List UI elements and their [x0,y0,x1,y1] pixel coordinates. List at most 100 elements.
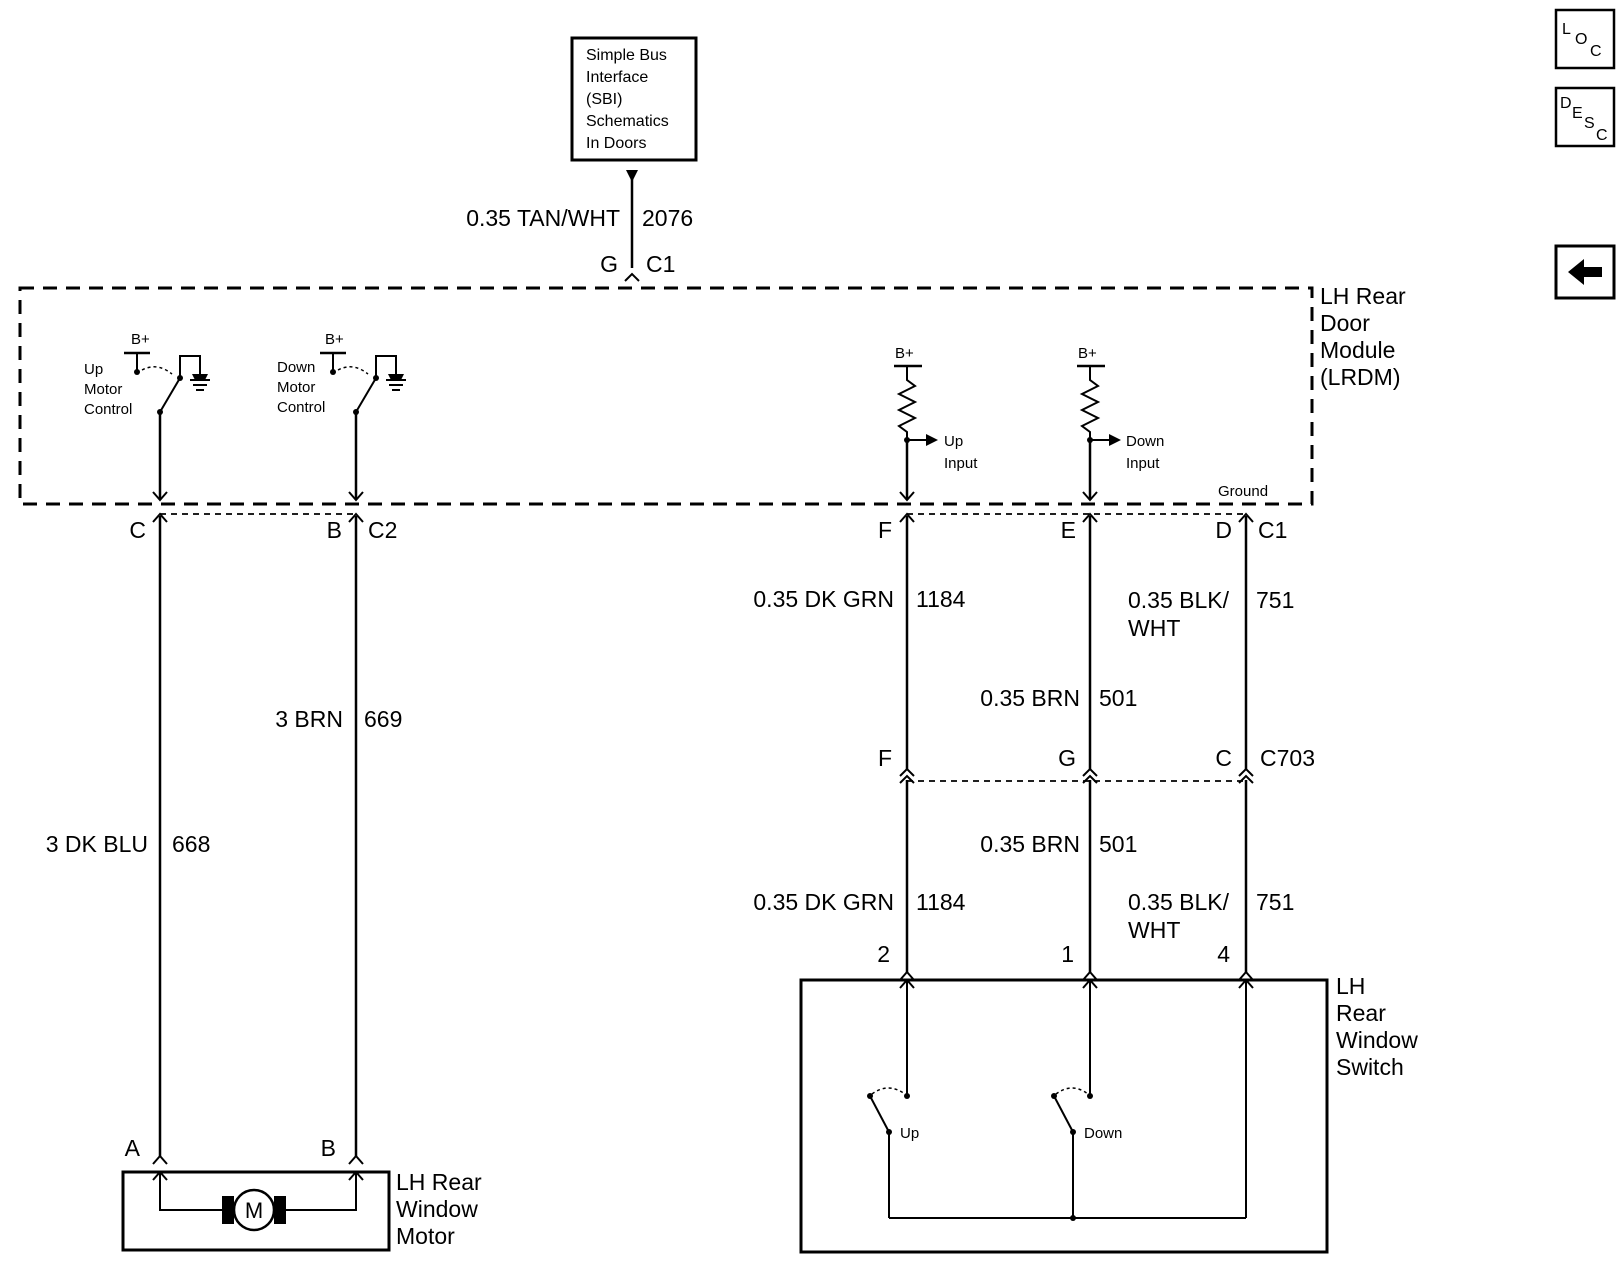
desc-letter-e: E [1572,105,1583,122]
down-motor-control-switch: B+ Down Motor Control [277,331,406,416]
wire-2076: 0.35 TAN/WHT 2076 G C1 [466,170,693,282]
c703-name: C703 [1260,745,1315,771]
wire-669-spec: 3 BRN [275,706,343,732]
switch-pin-1: 1 [1061,941,1074,967]
wire-751-spec-lower-1: 0.35 BLK/ [1128,889,1230,915]
wire-1184-spec-upper: 0.35 DK GRN [753,586,894,612]
pin-f: F [878,517,892,543]
motor-symbol: M [245,1198,263,1223]
back-button[interactable] [1554,244,1616,300]
loc-letter-o: O [1575,31,1587,48]
wire-668: 3 DK BLU 668 [46,516,210,1156]
up-input-label-2: Input [944,455,978,472]
pin-b: B [327,517,342,543]
loc-letter-l: L [1562,21,1571,38]
wire-751-spec-upper-1: 0.35 BLK/ [1128,587,1230,613]
lh-rear-door-module: LH Rear Door Module (LRDM) [18,283,1406,506]
switch-pin-2: 2 [877,941,890,967]
wire-501-upper: 0.35 BRN 501 [980,516,1137,770]
up-input-label-1: Up [944,433,963,450]
wire-668-spec: 3 DK BLU [46,831,148,857]
wire-668-num: 668 [172,831,210,857]
wire-1184-num-lower: 1184 [916,889,966,915]
up-motor-label-2: Motor [84,381,122,398]
module-name-line-1: LH Rear [1320,283,1406,309]
wire-751-upper: 0.35 BLK/ WHT 751 [1128,516,1294,770]
pin-e: E [1061,517,1076,543]
motor-name-line-3: Motor [396,1223,455,1249]
motor-name-line-2: Window [396,1196,478,1222]
module-name-line-4: (LRDM) [1320,364,1401,390]
motor-pin-a: A [125,1135,141,1161]
wire-669: 3 BRN 669 [275,516,402,1156]
up-input-bplus-label: B+ [895,345,914,362]
module-name-line-2: Door [1320,310,1370,336]
wire-751-num-upper: 751 [1256,587,1294,613]
wire-669-num: 669 [364,706,402,732]
wire-751-num-lower: 751 [1256,889,1294,915]
up-motor-bplus-label: B+ [131,331,150,348]
lh-rear-window-motor: A B M LH Rear Window Motor [121,1135,482,1252]
desc-letter-d: D [1560,95,1572,112]
connector-c703: F G C C703 [878,745,1315,784]
up-input-circuit: B+ Up Input [894,345,978,472]
motor-name-line-1: LH Rear [396,1169,482,1195]
switch-down-label: Down [1084,1125,1122,1142]
wire-751-spec-lower-2: WHT [1128,917,1180,943]
wire-501-num-lower: 501 [1099,831,1137,857]
connector-c1: C1 [1258,517,1287,543]
switch-up-label: Up [900,1125,919,1142]
sbi-pin-g: G [600,251,618,277]
switch-name-line-1: LH [1336,973,1365,999]
sbi-line-2: Interface [586,69,648,86]
down-input-label-2: Input [1126,455,1160,472]
down-motor-label-2: Motor [277,379,315,396]
c703-pin-c: C [1215,745,1232,771]
loc-button[interactable]: L O C [1554,8,1616,70]
down-motor-bplus-label: B+ [325,331,344,348]
sbi-line-4: Schematics [586,113,669,130]
down-input-bplus-label: B+ [1078,345,1097,362]
wire-501-lower: 0.35 BRN 501 [980,780,1137,972]
desc-letter-c: C [1596,127,1608,144]
pin-d: D [1215,517,1232,543]
wire-1184-spec-lower: 0.35 DK GRN [753,889,894,915]
c703-pin-f: F [878,745,892,771]
up-motor-label-3: Control [84,401,132,418]
wire-1184-upper: 0.35 DK GRN 1184 [753,516,966,770]
lh-rear-window-switch: 2 1 4 Up Down LH Rear Window Switch [799,941,1418,1254]
wire-501-spec-lower: 0.35 BRN [980,831,1080,857]
pin-c: C [129,517,146,543]
wire-1184-lower: 0.35 DK GRN 1184 [753,780,966,972]
sbi-line-5: In Doors [586,135,646,152]
switch-name-line-4: Switch [1336,1054,1404,1080]
sbi-connector-c1: C1 [646,251,675,277]
down-input-label-1: Down [1126,433,1164,450]
wire-2076-circuit: 2076 [642,205,693,231]
wire-2076-spec: 0.35 TAN/WHT [466,205,620,231]
desc-letter-s: S [1584,115,1595,132]
wire-751-spec-upper-2: WHT [1128,615,1180,641]
ground-label: Ground [1218,483,1268,500]
up-motor-control-switch: B+ Up Motor Control [84,331,210,418]
module-name-line-3: Module [1320,337,1395,363]
back-arrow-icon [1568,259,1602,285]
down-motor-label-3: Control [277,399,325,416]
wire-1184-num-upper: 1184 [916,586,966,612]
down-input-circuit: B+ Down Input [1077,345,1164,472]
switch-pin-4: 4 [1217,941,1230,967]
lrdm-connector-row: C B C2 F E D C1 [129,512,1287,543]
loc-letter-c: C [1590,43,1602,60]
desc-button[interactable]: D E S C [1554,86,1616,148]
up-motor-label-1: Up [84,361,103,378]
c703-pin-g: G [1058,745,1076,771]
switch-name-line-2: Rear [1336,1000,1386,1026]
switch-name-line-3: Window [1336,1027,1418,1053]
connector-c2: C2 [368,517,397,543]
sbi-line-3: (SBI) [586,91,622,108]
wire-501-spec-upper: 0.35 BRN [980,685,1080,711]
sbi-line-1: Simple Bus [586,47,667,64]
motor-pin-b: B [321,1135,336,1161]
sbi-schematic-reference: Simple Bus Interface (SBI) Schematics In… [570,36,698,162]
